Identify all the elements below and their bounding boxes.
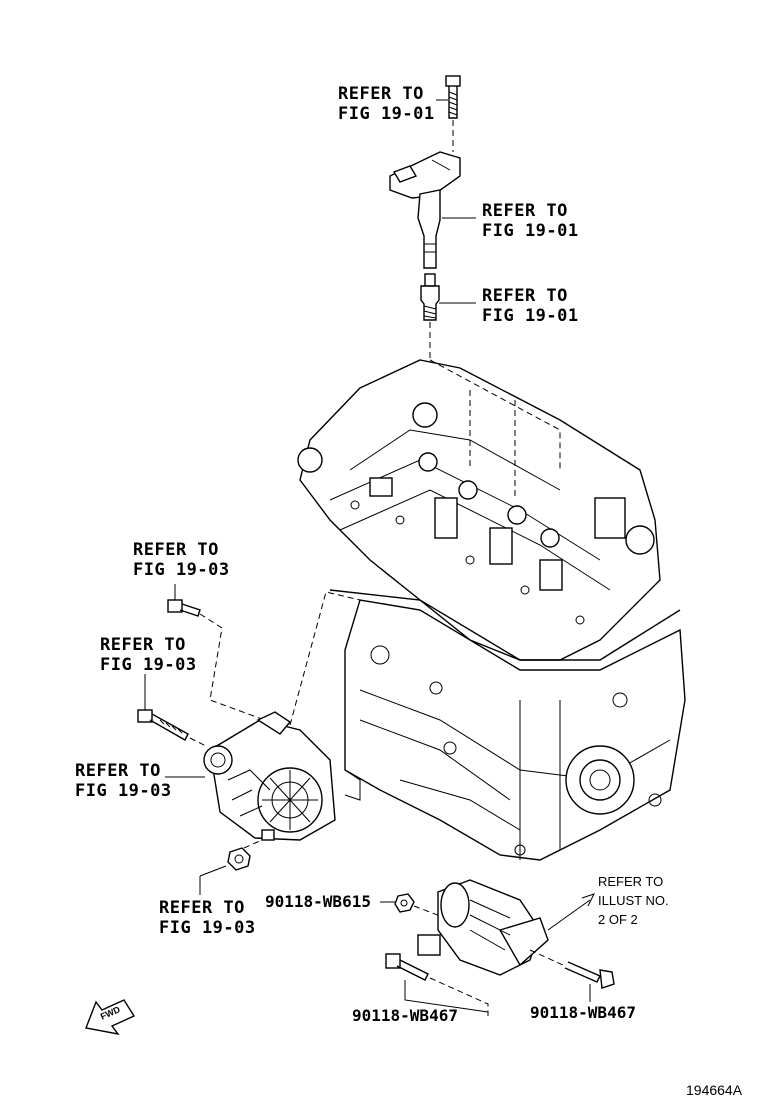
top-bolt[interactable] <box>445 75 461 119</box>
callout-ignition-coil[interactable]: REFER TO FIG 19-01 <box>482 201 579 241</box>
illustration-id: 194664A <box>686 1082 743 1098</box>
callout-alternator-bolt-lower[interactable]: REFER TO FIG 19-03 <box>100 635 197 675</box>
callout-spark-plug[interactable]: REFER TO FIG 19-01 <box>482 286 579 326</box>
part-number-starter-bolt-right[interactable]: 90118-WB467 <box>530 1003 636 1022</box>
ignition-coil[interactable] <box>389 151 461 269</box>
alternator[interactable] <box>203 711 336 841</box>
callout-starter[interactable]: REFER TO ILLUST NO. 2 OF 2 <box>598 874 669 927</box>
alternator-bolt-upper[interactable] <box>167 599 201 617</box>
part-number-starter-nut[interactable]: 90118-WB615 <box>265 892 371 911</box>
engine-block <box>297 359 686 861</box>
starter-motor[interactable] <box>417 879 549 976</box>
starter-nut[interactable] <box>394 893 415 913</box>
alternator-nut[interactable] <box>227 847 251 871</box>
callout-top-bolt[interactable]: REFER TO FIG 19-01 <box>338 84 435 124</box>
alternator-bolt-lower[interactable] <box>137 709 189 741</box>
fwd-arrow-icon <box>85 999 136 1036</box>
starter-bolt-left[interactable] <box>385 953 429 981</box>
part-number-starter-bolt-left[interactable]: 90118-WB467 <box>352 1006 458 1025</box>
callout-alternator-nut[interactable]: REFER TO FIG 19-03 <box>159 898 256 938</box>
callout-alternator-bolt-upper[interactable]: REFER TO FIG 19-03 <box>133 540 230 580</box>
starter-bolt-right[interactable] <box>564 961 615 989</box>
callout-alternator[interactable]: REFER TO FIG 19-03 <box>75 761 172 801</box>
spark-plug[interactable] <box>420 273 440 321</box>
